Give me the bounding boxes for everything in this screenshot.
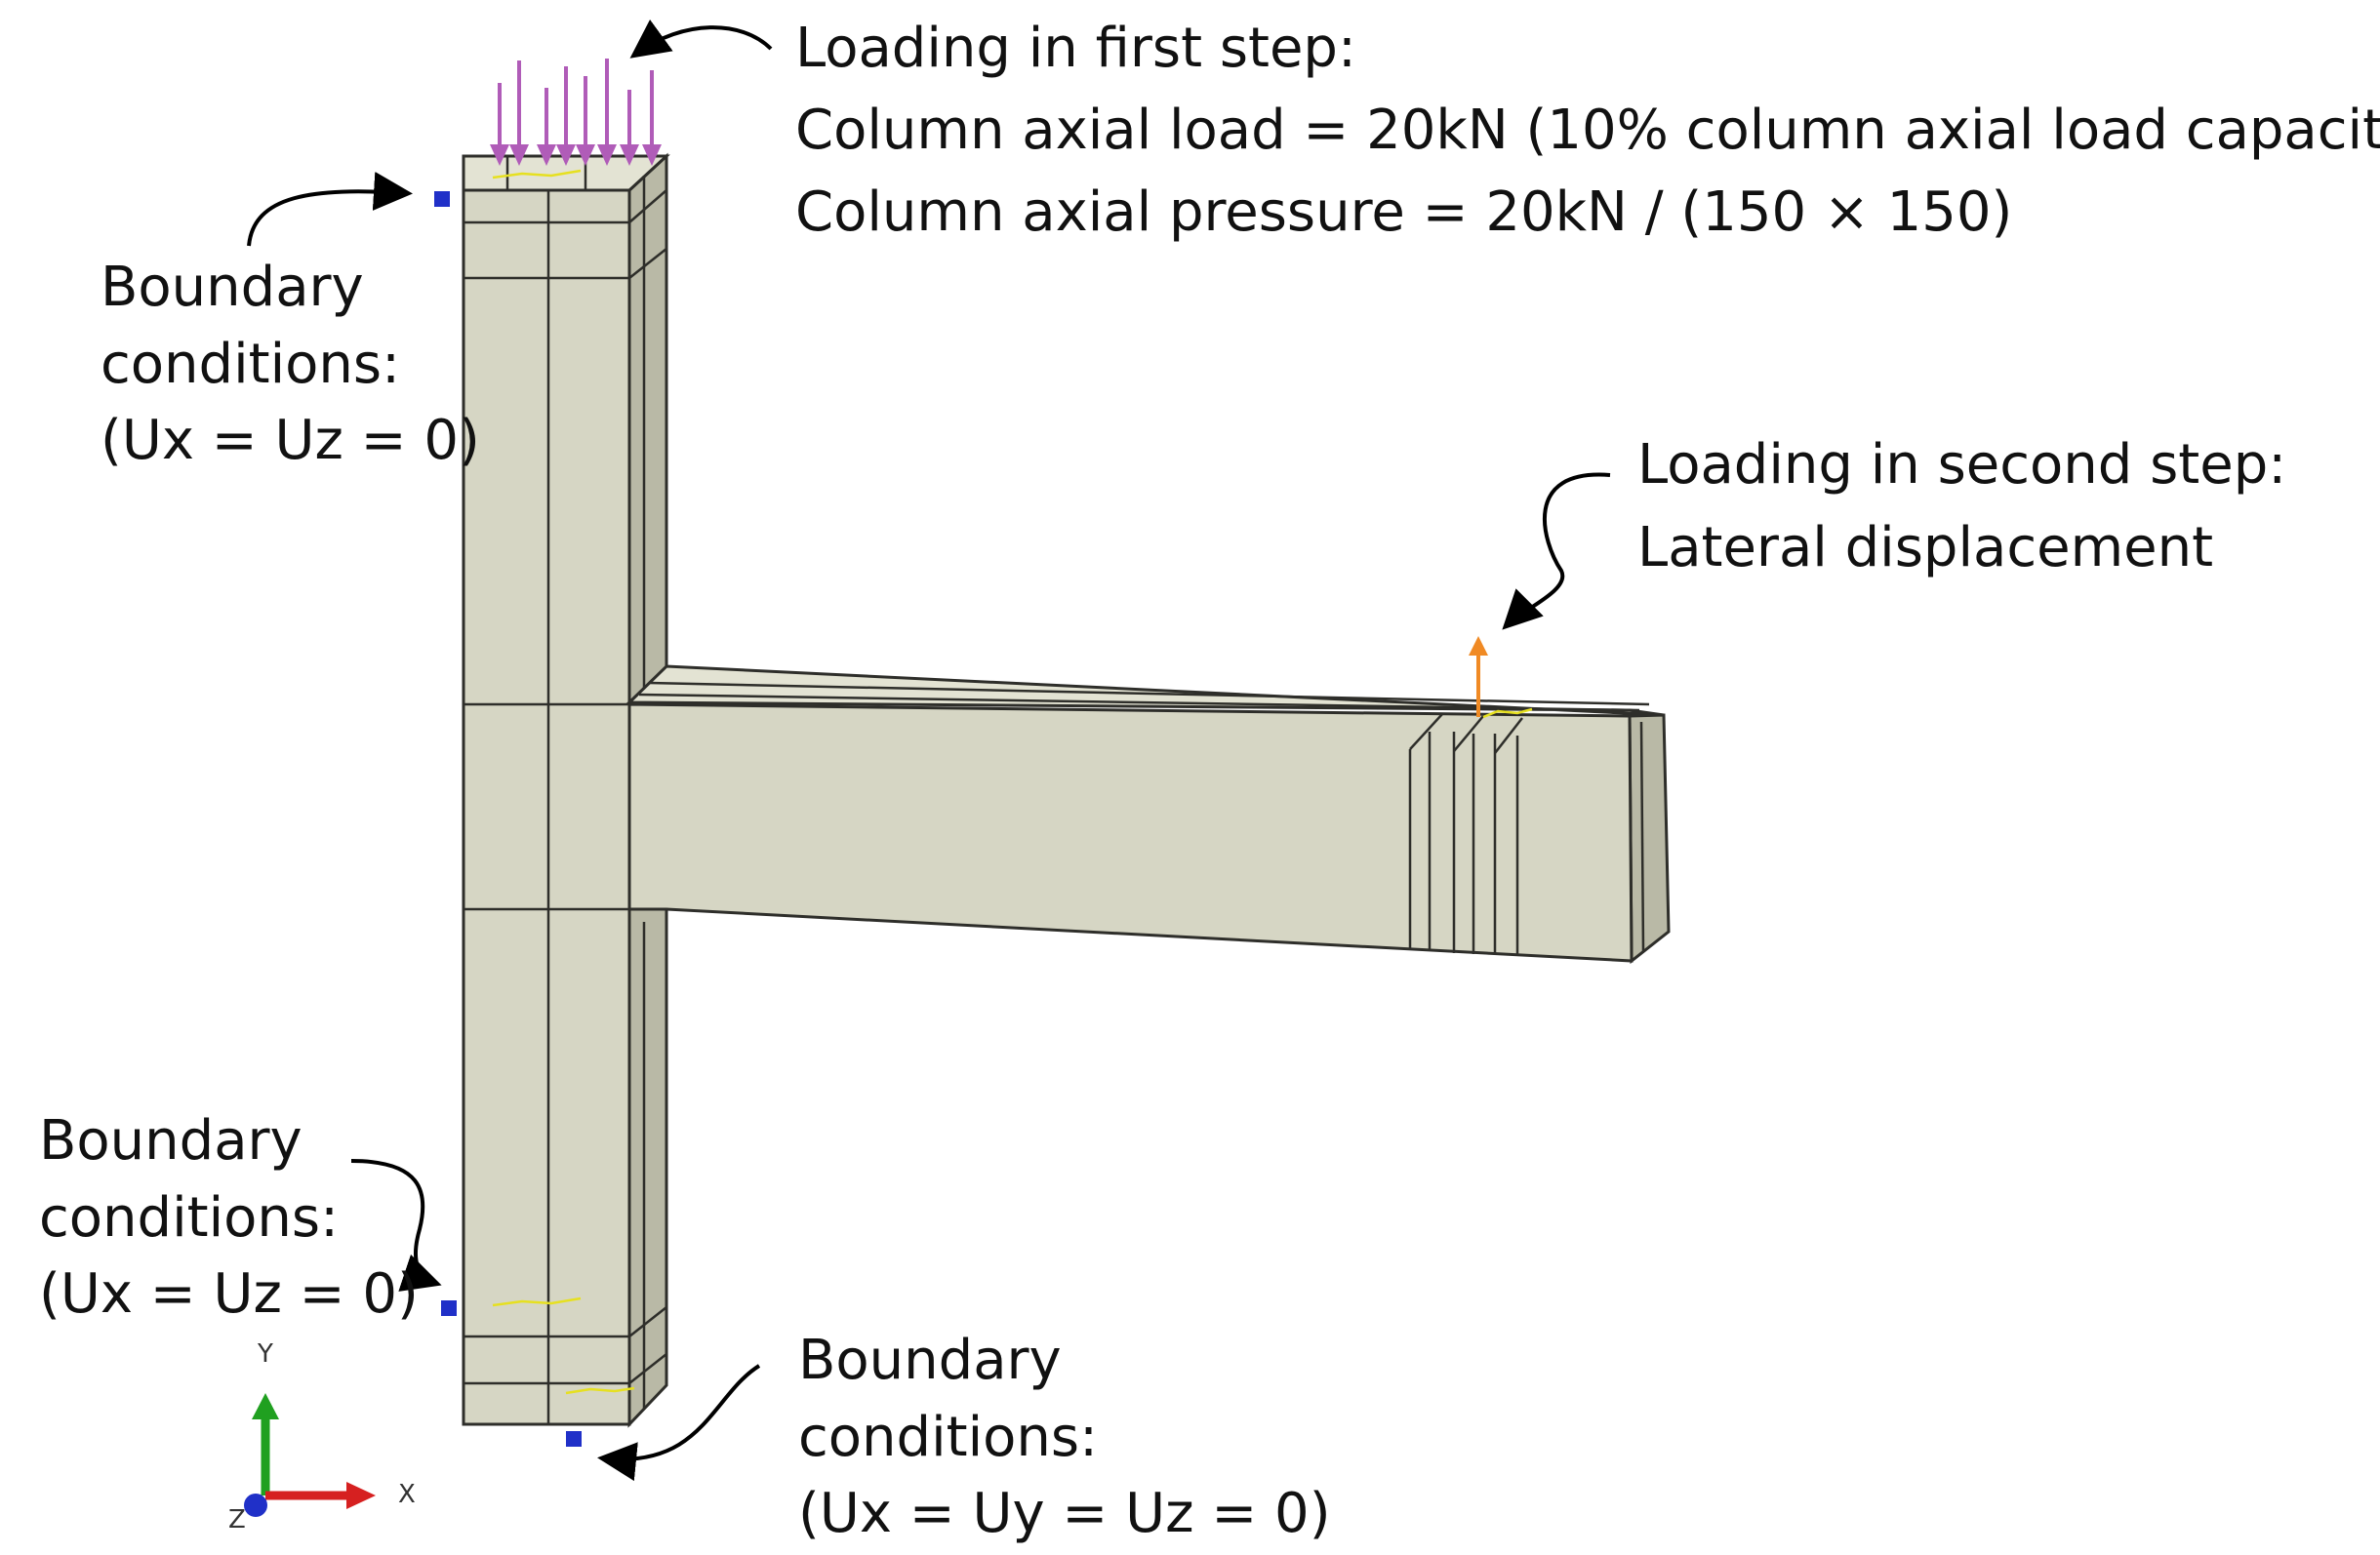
axis-label-z: Z	[228, 1505, 246, 1535]
leader-first-step	[629, 19, 773, 59]
second-step-lateral-displacement: Lateral displacement	[1637, 516, 2213, 579]
first-step-title: Loading in first step:	[795, 17, 1356, 80]
column-front-face	[462, 188, 631, 1426]
pressure-arrow-head	[537, 144, 556, 166]
axis-label-y: Y	[257, 1339, 273, 1369]
pressure-arrow-head	[556, 144, 576, 166]
beam-partition-lines	[638, 681, 1650, 956]
pressure-arrow-head	[576, 144, 595, 166]
boundary-condition-markers	[434, 191, 582, 1447]
first-step-axial-pressure: Column axial pressure = 20kN / (150 × 15…	[795, 180, 2012, 244]
leader-bc-top	[247, 172, 413, 247]
beam-top-face	[625, 664, 1665, 717]
annotation-bc-mid: Boundary conditions: (Ux = Uz = 0)	[39, 1109, 419, 1326]
first-step-axial-load: Column axial load = 20kN (10% column axi…	[795, 99, 2380, 162]
coordinate-triad: Y X Z	[228, 1339, 416, 1535]
pressure-arrow-head	[642, 144, 662, 166]
bc-marker-mid	[441, 1300, 457, 1316]
pressure-arrow-head	[509, 144, 529, 166]
axial-pressure-arrows	[490, 59, 662, 166]
pressure-arrow-head	[620, 144, 639, 166]
column-partition-lines	[464, 156, 667, 1424]
fe-model	[462, 152, 1671, 1428]
annotation-bc-top: Boundary conditions: (Ux = Uz = 0)	[101, 256, 480, 472]
pressure-arrow-head	[597, 144, 617, 166]
bc-bottom-line2: conditions:	[798, 1406, 1098, 1469]
bc-top-line1: Boundary	[101, 256, 364, 319]
bc-mid-line2: conditions:	[39, 1186, 339, 1250]
axis-label-x: X	[398, 1480, 416, 1509]
bc-top-line3: (Ux = Uz = 0)	[101, 409, 480, 472]
beam-front-face	[627, 702, 1634, 963]
bc-marker-top	[434, 191, 450, 207]
leader-arrows	[247, 19, 1611, 1482]
bc-bottom-line1: Boundary	[798, 1329, 1062, 1392]
leader-bc-bottom	[597, 1364, 761, 1482]
surface-marks	[492, 169, 1533, 1395]
leader-second-step	[1502, 472, 1611, 630]
annotation-bc-bottom: Boundary conditions: (Ux = Uy = Uz = 0)	[798, 1329, 1331, 1545]
leader-bc-mid	[350, 1159, 442, 1292]
lateral-displacement-arrow	[1469, 636, 1488, 717]
annotation-second-step: Loading in second step: Lateral displace…	[1637, 433, 2286, 579]
annotation-first-step: Loading in first step: Column axial load…	[795, 17, 2380, 244]
bc-bottom-line3: (Ux = Uy = Uz = 0)	[798, 1482, 1331, 1545]
second-step-title: Loading in second step:	[1637, 433, 2286, 497]
bc-mid-line3: (Ux = Uz = 0)	[39, 1262, 419, 1326]
bc-marker-bottom	[566, 1431, 582, 1447]
bc-top-line2: conditions:	[101, 333, 400, 396]
bc-mid-line1: Boundary	[39, 1109, 303, 1173]
beam-end-face	[1628, 713, 1671, 965]
pressure-arrow-head	[490, 144, 509, 166]
